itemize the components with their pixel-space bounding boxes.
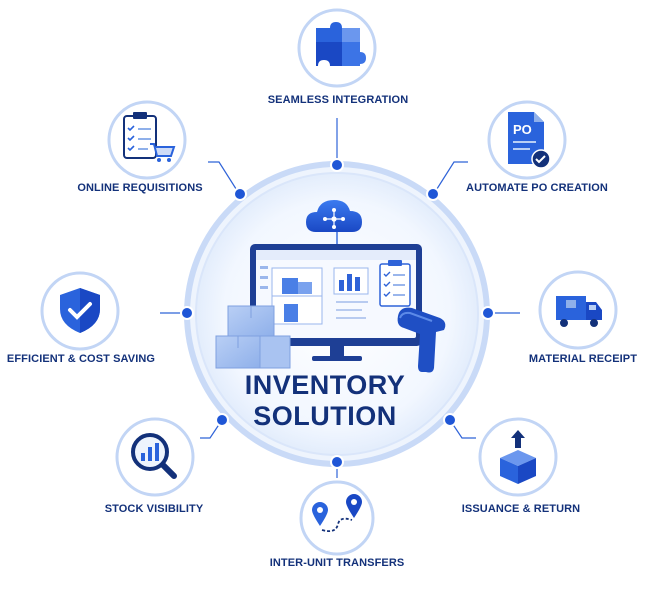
- delivery-truck-icon: [538, 270, 618, 350]
- label-inter-unit-transfers: INTER-UNIT TRANSFERS: [269, 557, 405, 569]
- monitor-icon: [250, 244, 422, 361]
- label-seamless-integration: SEAMLESS INTEGRATION: [267, 94, 409, 106]
- magnifier-chart-icon: [115, 417, 195, 497]
- connector-lines: [160, 118, 520, 478]
- ring-nodes: [180, 158, 495, 469]
- title-line-1: INVENTORY: [244, 370, 406, 400]
- stacked-boxes-icon: [215, 305, 291, 369]
- label-automate-po-creation: AUTOMATE PO CREATION: [466, 182, 608, 194]
- barcode-scanner-icon: [397, 307, 446, 373]
- clipboard-cart-icon: [107, 100, 187, 180]
- shield-check-icon: [40, 271, 120, 351]
- title-line-2: SOLUTION: [253, 401, 397, 431]
- cloud-icon: [306, 200, 362, 244]
- po-badge-text: PO: [513, 122, 532, 137]
- box-arrow-up-icon: [478, 417, 558, 497]
- location-route-icon: [299, 480, 375, 556]
- label-online-requisitions: ONLINE REQUISITIONS: [77, 182, 203, 194]
- puzzle-icon: [297, 8, 377, 88]
- label-issuance-return: ISSUANCE & RETURN: [461, 503, 581, 515]
- label-material-receipt: MATERIAL RECEIPT: [528, 353, 638, 365]
- label-efficient-cost-saving: EFFICIENT & COST SAVING: [6, 353, 156, 365]
- po-document-icon: PO: [487, 100, 567, 180]
- label-stock-visibility: STOCK VISIBILITY: [104, 503, 204, 515]
